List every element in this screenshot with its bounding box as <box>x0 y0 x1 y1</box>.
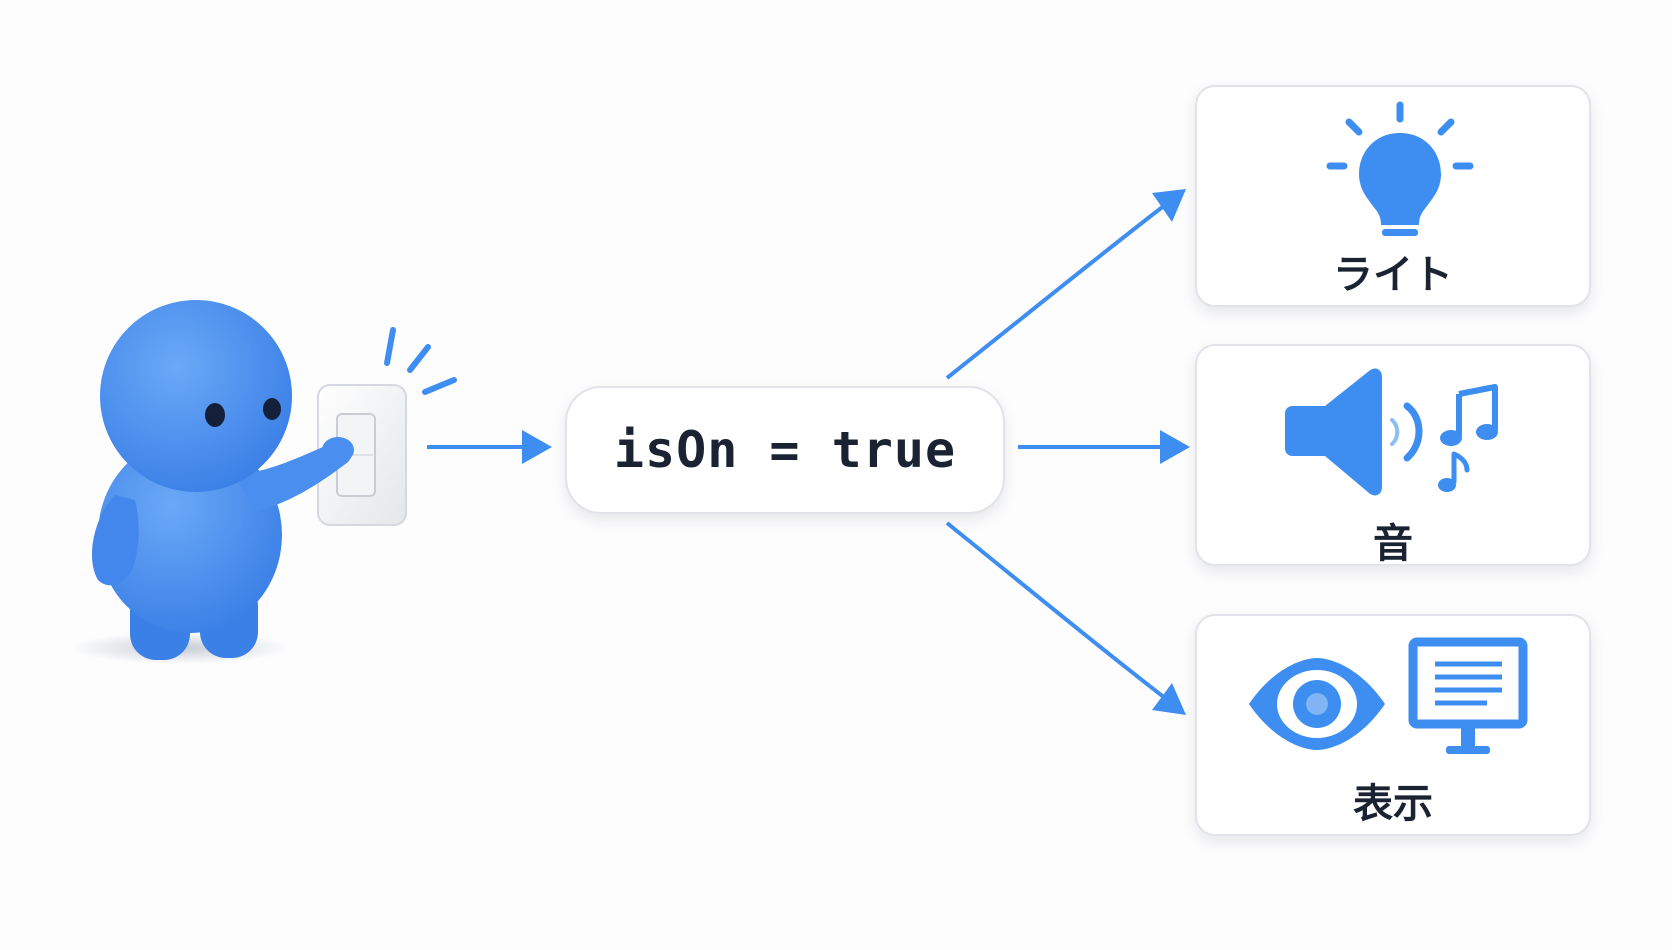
eye-monitor-icon <box>1249 637 1528 754</box>
light-bulb-icon <box>1326 101 1474 236</box>
eye-icon <box>1249 658 1385 750</box>
arrow-code-to-display <box>945 521 1186 715</box>
output-label-display: 表示 <box>1353 781 1433 827</box>
output-label-light: ライト <box>1333 252 1453 298</box>
character-eye-right <box>263 398 281 420</box>
output-card-sound: 音 <box>1195 344 1591 567</box>
click-spark-icon <box>384 327 457 395</box>
monitor-icon <box>1408 637 1528 754</box>
code-state-box: isOn = true <box>565 386 1005 514</box>
arrow-switch-to-code <box>427 430 552 464</box>
arrow-code-to-sound <box>1018 430 1190 464</box>
speaker-music-icon <box>1285 368 1498 496</box>
character-eye-left <box>205 403 225 427</box>
character-pressing-switch <box>70 300 457 664</box>
code-text: isOn = true <box>613 421 957 479</box>
wall-switch <box>317 384 407 526</box>
arrow-code-to-light <box>945 189 1186 380</box>
output-card-display: 表示 <box>1195 614 1591 836</box>
output-label-sound: 音 <box>1373 521 1413 567</box>
output-card-light: ライト <box>1195 85 1591 307</box>
